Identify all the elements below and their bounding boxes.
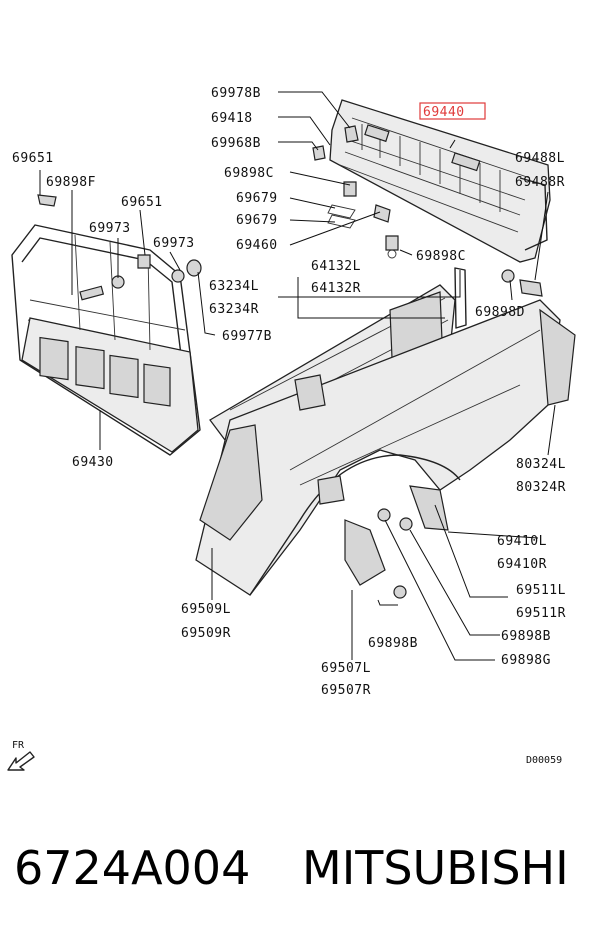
label-64132R: 64132R [311,281,361,296]
label-69651-right: 69651 [121,195,163,210]
label-64132L: 64132L [311,259,361,274]
label-69509R: 69509R [181,626,231,641]
label-69679-a: 69679 [236,191,278,206]
label-69507R: 69507R [321,683,371,698]
label-69898C-upper: 69898C [224,166,274,181]
leader-lines [39,91,556,661]
label-69410R: 69410R [497,557,547,572]
label-69898C-lower: 69898C [416,249,466,264]
mudguard-and-brackets [344,485,449,599]
label-69898D: 69898D [475,305,525,320]
front-direction-label: FR [12,740,25,751]
label-69968B: 69968B [211,136,261,151]
label-69511R: 69511R [516,606,566,621]
label-69511L: 69511L [516,583,566,598]
headboard-fasteners [37,194,202,301]
front-arrow-icon [7,751,35,771]
label-80324L: 80324L [516,457,566,472]
label-69507L: 69507L [321,661,371,676]
brand-name: MITSUBISHI [302,841,569,895]
label-69488L: 69488L [515,151,565,166]
label-69418: 69418 [211,111,253,126]
label-69973-b: 69973 [153,236,195,251]
tailgate-hardware [312,125,543,329]
tailgate-drawing [329,99,551,263]
label-69440-highlighted: 69440 [423,105,465,120]
label-69898B-right: 69898B [501,629,551,644]
front-direction-indicator: FR [7,740,35,771]
label-69509L: 69509L [181,602,231,617]
bed-side-panel-drawing [195,284,576,596]
label-63234R: 63234R [209,302,259,317]
label-69898G: 69898G [501,653,551,668]
label-69978B: 69978B [211,86,261,101]
label-69898F: 69898F [46,175,96,190]
label-63234L: 63234L [209,279,259,294]
label-69679-b: 69679 [236,213,278,228]
label-69898B-center: 69898B [368,636,418,651]
part-number: 6724A004 [14,841,250,895]
label-69410L: 69410L [497,534,547,549]
label-69430: 69430 [72,455,114,470]
label-69460: 69460 [236,238,278,253]
headboard-guard-drawing [11,224,201,456]
label-69651-left: 69651 [12,151,54,166]
label-69977B: 69977B [222,329,272,344]
highlight-box-69440 [419,102,486,120]
diagram-code: D00059 [526,755,562,766]
label-69973-a: 69973 [89,221,131,236]
label-69488R: 69488R [515,175,565,190]
part-labels: 69978B 69418 69968B 69898C 69679 69679 6… [12,86,566,698]
label-80324R: 80324R [516,480,566,495]
